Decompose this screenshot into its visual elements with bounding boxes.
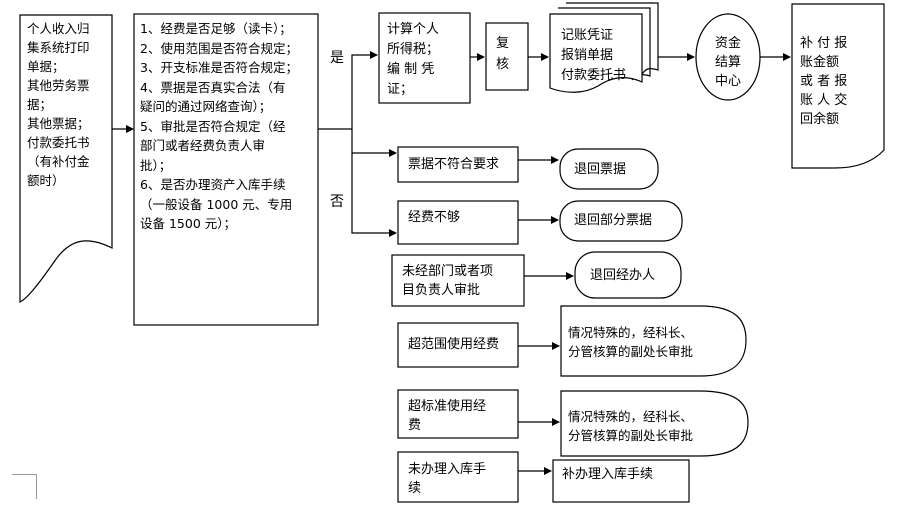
result-shape-4 — [560, 305, 747, 377]
issue-box-2 — [397, 200, 519, 245]
issue-problem-5: 超标准使用经 费 — [408, 399, 487, 433]
result-shape-2 — [559, 200, 683, 242]
settlement-text: 资金 结算 中心 — [714, 36, 741, 89]
result-shape-1 — [559, 148, 659, 190]
input-docs-text: 个人收入归 集系统打印 单据； 其他劳务票 据； 其他票据； 付款委托书 （有补… — [27, 21, 90, 188]
final-shape — [791, 3, 885, 169]
result-shape-6 — [552, 459, 690, 503]
result-shape-5 — [560, 390, 749, 457]
issue-result-2: 退回部分票据 — [574, 213, 653, 228]
issue-problem-3: 未经部门或者项 目负责人审批 — [402, 264, 494, 298]
issue-box-6 — [397, 451, 519, 503]
issue-result-3: 退回经办人 — [590, 268, 656, 283]
calc-text: 计算个人 所得税； 编 制 凭 证； — [387, 22, 440, 97]
final-text: 补 付 报 账金额 或 者 报 账 人 交 回余额 — [800, 36, 848, 127]
calc-box — [378, 12, 471, 104]
vouchers-doc-shape — [549, 13, 643, 93]
issue-box-5 — [397, 389, 519, 439]
review-text: 复 核 — [496, 36, 510, 72]
issue-result-6: 补办理入库手续 — [562, 467, 654, 482]
yes-label: 是 — [330, 50, 344, 66]
issue-box-4 — [397, 322, 519, 368]
input-docs-shape — [19, 14, 113, 303]
result-shape-3 — [574, 251, 682, 299]
checks-box — [133, 13, 319, 326]
vouchers-text: 记账凭证 报销单据 付款委托书 — [561, 28, 627, 83]
connector-no-trunk — [351, 129, 397, 237]
issue-result-4: 情况特殊的，经科长、 分管核算的副处长审批 — [568, 325, 694, 359]
issue-problem-4: 超范围使用经费 — [408, 337, 500, 352]
page-corner-mark — [12, 474, 37, 499]
no-label: 否 — [330, 194, 344, 210]
checks-text: 1、经费是否足够（读卡）； 2、使用范围是否符合规定； 3、开支标准是否符合规定… — [140, 21, 298, 231]
issue-box-1 — [397, 146, 519, 183]
issue-problem-6: 未办理入库手 续 — [408, 462, 487, 496]
issue-problem-2: 经费不够 — [408, 210, 461, 225]
issue-problem-1: 票据不符合要求 — [408, 157, 500, 172]
issue-result-5: 情况特殊的，经科长、 分管核算的副处长审批 — [568, 409, 694, 443]
issue-box-3 — [391, 254, 525, 307]
connector-yes — [351, 51, 378, 129]
issue-result-1: 退回票据 — [574, 162, 627, 177]
